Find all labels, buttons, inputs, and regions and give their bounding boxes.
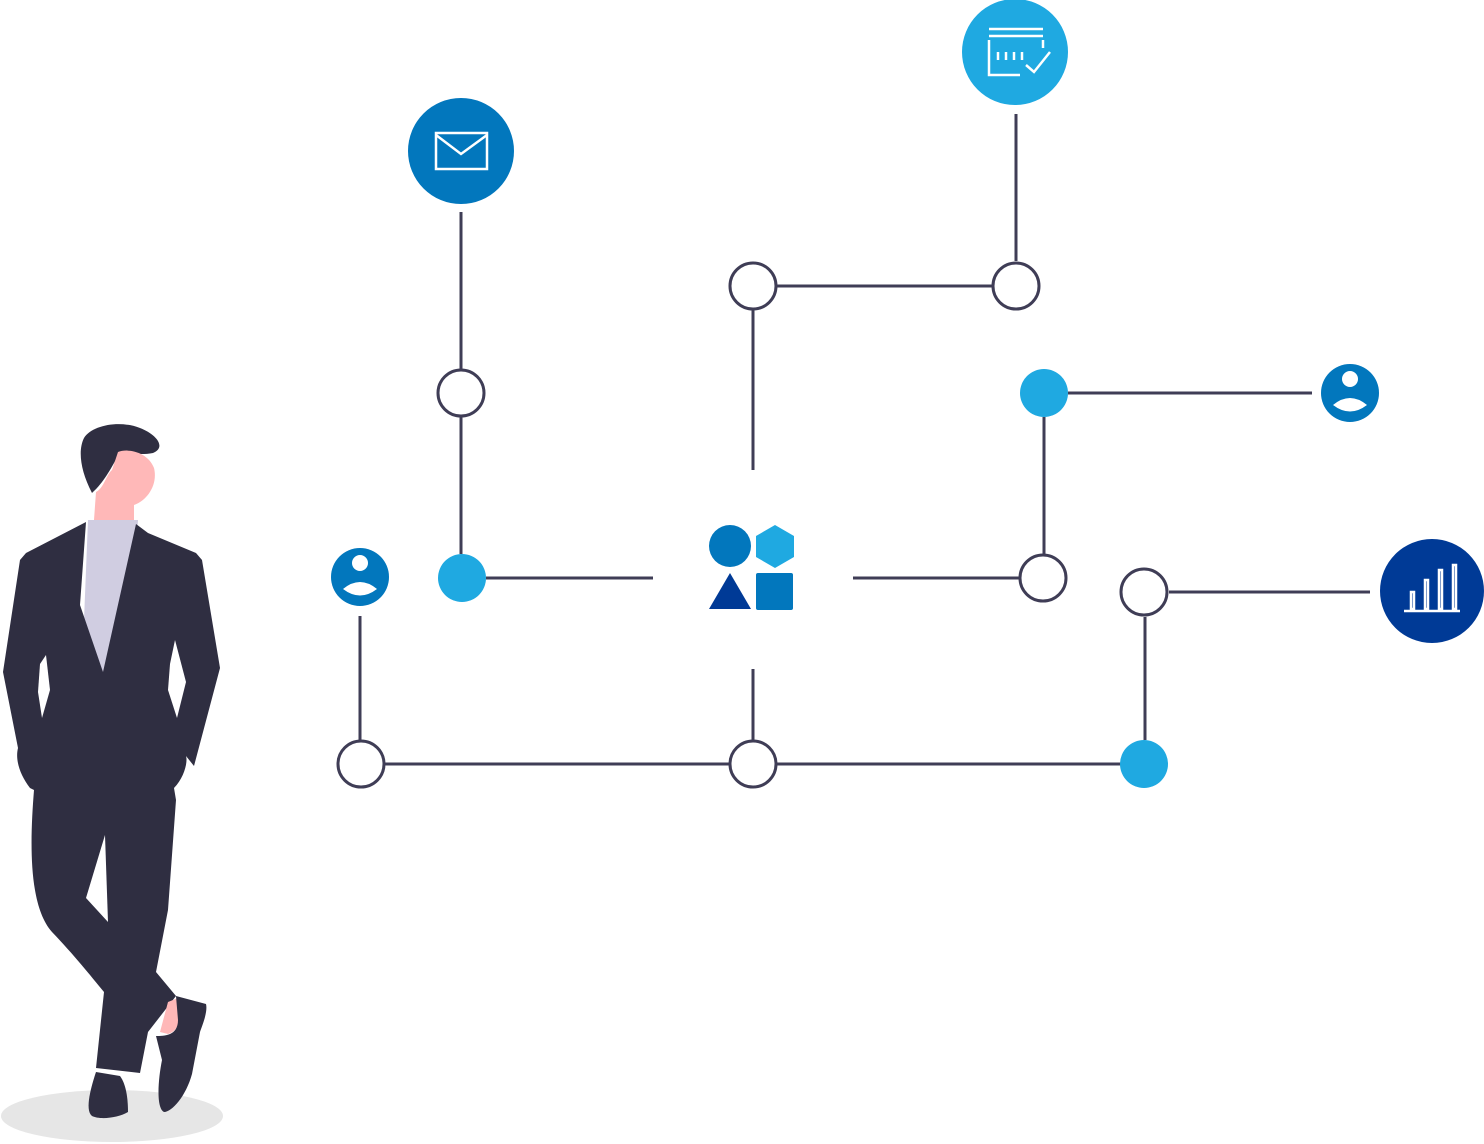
lapel-right [168,640,186,718]
node-bottom-middle [728,739,778,789]
calendar-check-icon [962,0,1068,105]
node-left-filled [438,554,486,602]
leg-gap [86,835,108,922]
connector-lines [358,114,1370,766]
filled-nodes [438,369,1168,788]
node-top-right [991,261,1041,311]
node-right-filled [1020,369,1068,417]
shoe-right [156,996,207,1112]
node-left-upper [436,368,486,418]
envelope-icon [408,98,514,204]
hair [80,424,160,493]
lapel-left [38,655,50,718]
user-icon-left [331,548,389,606]
user-icon-right [1321,364,1379,422]
businessman-illustration [3,424,220,1119]
node-bottom-left [336,739,386,789]
jacket [3,522,220,1073]
shoe-left [88,1072,128,1119]
bar-chart-icon [1380,539,1484,643]
hollow-nodes [336,261,1169,789]
ankle-right [160,998,181,1034]
node-bottom-right-filled [1120,740,1168,788]
node-right-middle [1018,553,1068,603]
node-chart-junction [1119,567,1169,617]
shapes-icon [709,525,794,610]
node-top-left [728,261,778,311]
head [94,450,155,520]
